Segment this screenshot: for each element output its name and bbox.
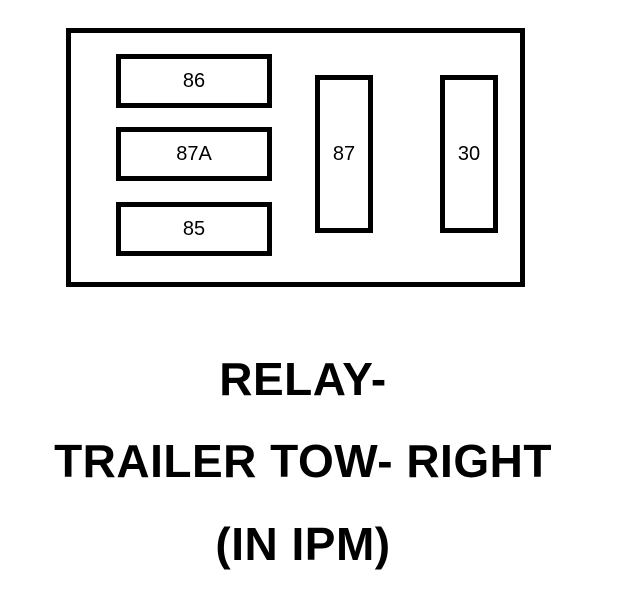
relay-pin-85-label: 85	[182, 218, 206, 240]
relay-pin-30-label: 30	[457, 143, 481, 165]
relay-outline	[66, 28, 525, 287]
relay-pin-87-label: 87	[332, 143, 356, 165]
relay-pin-87a: 87A	[116, 127, 272, 181]
relay-pin-85: 85	[116, 202, 272, 256]
relay-pin-87: 87	[315, 75, 373, 233]
relay-pin-86: 86	[116, 54, 272, 108]
caption-line-1: RELAY-	[219, 353, 387, 405]
caption-line-3: (IN IPM)	[215, 518, 391, 570]
relay-pin-87a-label: 87A	[176, 143, 212, 165]
relay-pin-86-label: 86	[182, 70, 206, 92]
caption-line-2: TRAILER TOW- RIGHT	[54, 435, 552, 487]
relay-pin-30: 30	[440, 75, 498, 233]
